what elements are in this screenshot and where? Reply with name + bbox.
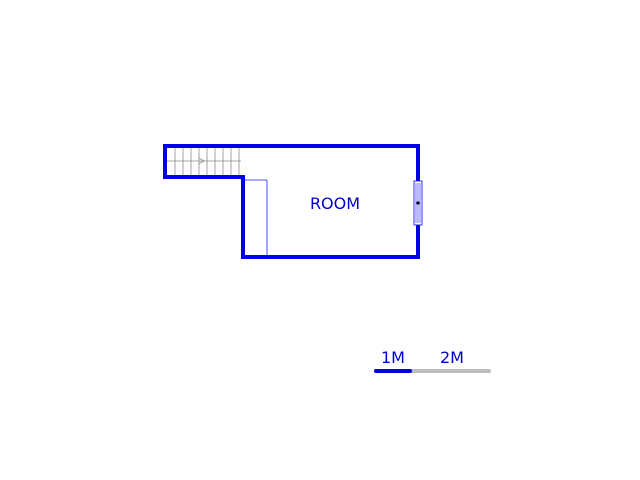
interior-partition bbox=[245, 179, 268, 255]
window-icon bbox=[413, 180, 423, 226]
scale-label-1m: 1M bbox=[381, 348, 405, 367]
scale-bar: 1M 2M bbox=[374, 348, 491, 373]
staircase bbox=[167, 148, 241, 175]
stair-arrow-icon bbox=[198, 157, 205, 165]
room-label: ROOM bbox=[310, 194, 360, 213]
room-walls bbox=[163, 144, 420, 259]
scale-label-2m: 2M bbox=[440, 348, 464, 367]
